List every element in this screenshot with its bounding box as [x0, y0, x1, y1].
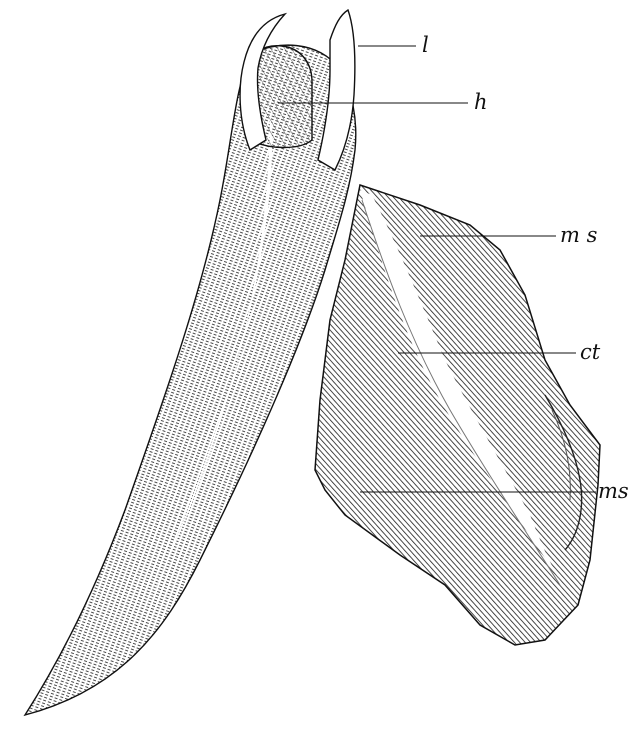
label-h: h [474, 90, 488, 114]
horn-body [25, 45, 356, 715]
label-ms-upper: m s [560, 223, 598, 247]
membrane-sheet [315, 185, 600, 645]
label-l: l [422, 33, 429, 57]
label-ct: ct [580, 340, 601, 364]
label-ms-lower: ms [598, 479, 629, 503]
